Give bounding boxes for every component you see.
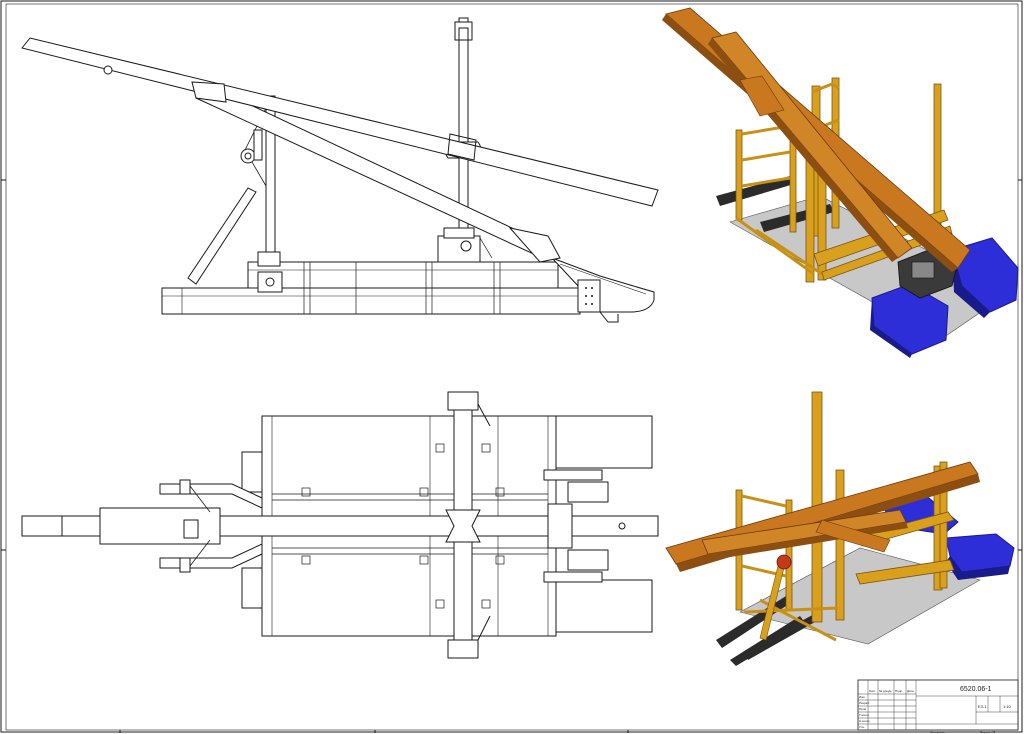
- upper-boom: [21, 37, 659, 207]
- title-block-row-4: Н.контр.: [859, 719, 871, 723]
- title-block-col-1: № докум.: [879, 689, 892, 693]
- title-block-col-2: Подп.: [895, 689, 903, 693]
- deck-frame: [247, 261, 559, 289]
- title-block-row-3: Т.контр.: [859, 713, 870, 717]
- title-block-row-2: Пров.: [859, 707, 867, 711]
- lower-boom: [195, 83, 547, 257]
- title-block-row-5: Утв.: [859, 725, 865, 729]
- isometric-view-front: [662, 7, 1019, 358]
- title-block-code: ЕЗ-1: [978, 704, 987, 709]
- side-elevation-view: [21, 17, 659, 323]
- plan-view: [21, 391, 659, 659]
- sled-nose: [551, 257, 655, 313]
- title-block-scale: 1:10: [1003, 704, 1012, 709]
- title-block-col-3: Дата: [907, 689, 914, 693]
- drawing-number: 6520.06-1: [960, 686, 992, 693]
- title-block-copied: Копировал: [930, 730, 945, 734]
- iso2-winch: [776, 554, 792, 570]
- chassis-beam: [161, 287, 581, 315]
- title-block: 6520.06-1 ЕЗ-1 1:10 Изм. Разраб. Пров. Т…: [857, 679, 1019, 734]
- plan-pontoon-top: [555, 415, 653, 469]
- title-block-col-0: Лист: [869, 689, 876, 693]
- plan-pontoon-bottom: [555, 579, 653, 633]
- title-block-format: Формат A3: [980, 730, 995, 734]
- isometric-view-rear: [665, 391, 1015, 666]
- diagonal-brace: [187, 187, 257, 285]
- title-block-row-1: Разраб.: [859, 701, 870, 705]
- title-block-row-0: Изм.: [859, 695, 866, 699]
